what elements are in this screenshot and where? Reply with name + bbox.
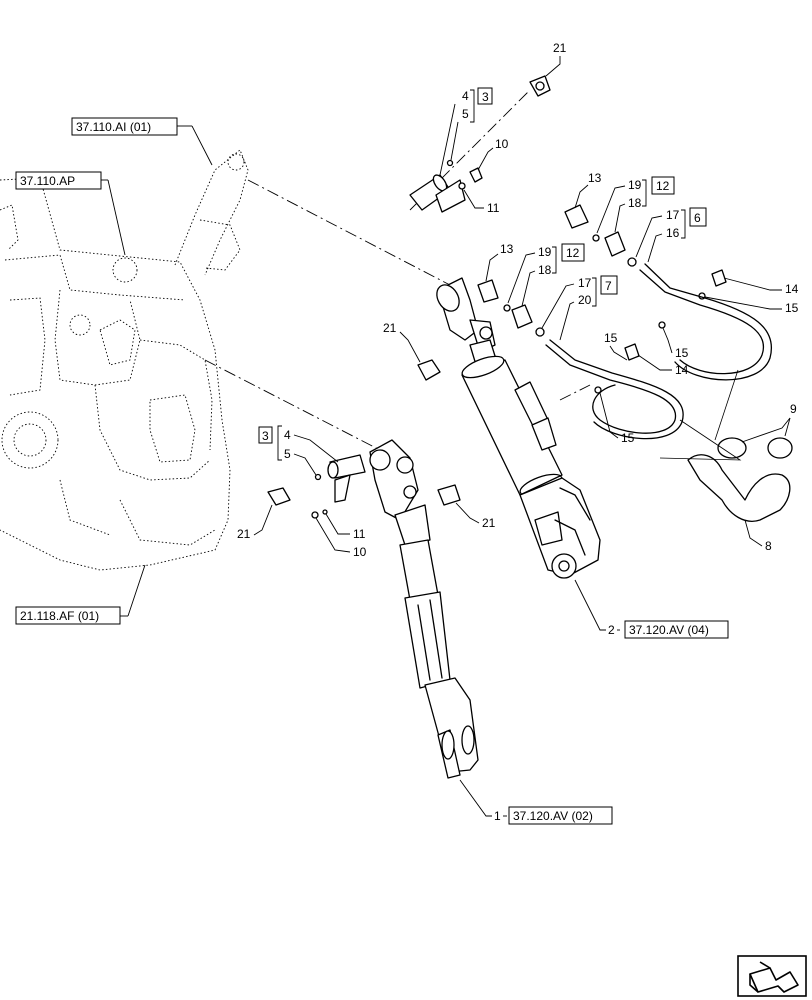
callout-13: 13 [588, 171, 602, 185]
reference-labels: 37.110.AI (01) 37.110.AP 21.118.AF (01) … [15, 117, 729, 825]
callouts: 21 4 5 3 10 11 13 19 12 18 17 6 16 13 [237, 41, 799, 823]
callout-5b: 5 [284, 447, 291, 461]
callout-2: 2 [608, 623, 615, 637]
mechanical-top-link [369, 439, 479, 779]
ref-21-118-af[interactable]: 21.118.AF (01) [20, 609, 99, 623]
callout-10b: 10 [353, 545, 367, 559]
callout-21b: 21 [383, 321, 397, 335]
callout-11: 11 [487, 201, 500, 215]
callout-17: 17 [666, 208, 680, 222]
callout-3b: 3 [262, 429, 269, 443]
callout-9: 9 [790, 402, 797, 416]
callout-21c: 21 [237, 527, 251, 541]
callout-3: 3 [482, 90, 489, 104]
callout-21: 21 [553, 41, 567, 55]
callout-12: 12 [656, 179, 670, 193]
callout-14: 14 [785, 282, 799, 296]
callout-1: 1 [494, 809, 501, 823]
callout-10: 10 [495, 137, 509, 151]
callout-14b: 14 [675, 363, 689, 377]
callout-8: 8 [765, 539, 772, 553]
callout-21d: 21 [482, 516, 496, 530]
tractor-housing-outline [0, 149, 249, 571]
hydraulic-top-link-cylinder [436, 277, 601, 579]
callout-17b: 17 [578, 276, 592, 290]
ref-box-37-110-ai[interactable] [71, 117, 178, 136]
callout-13b: 13 [500, 242, 514, 256]
callout-18b: 18 [538, 263, 552, 277]
callout-12b: 12 [566, 246, 580, 260]
ref-box-37-110-ap[interactable] [15, 171, 102, 190]
callout-15b: 15 [604, 331, 618, 345]
ref-37-120-av-04[interactable]: 37.120.AV (04) [629, 623, 709, 637]
ref-box-37-120-av-02[interactable] [508, 806, 613, 825]
small-parts [267, 75, 727, 519]
hoses [545, 263, 793, 522]
ref-37-110-ap[interactable]: 37.110.AP [20, 174, 75, 188]
ref-37-120-av-02[interactable]: 37.120.AV (02) [513, 809, 593, 823]
callout-20: 20 [578, 293, 592, 307]
next-page-arrow-icon[interactable] [737, 955, 807, 997]
callout-4b: 4 [284, 428, 291, 442]
callout-5: 5 [462, 107, 469, 121]
ref-37-110-ai[interactable]: 37.110.AI (01) [76, 120, 151, 134]
callout-15c: 15 [675, 346, 689, 360]
callout-4: 4 [462, 89, 469, 103]
callout-7: 7 [605, 279, 612, 293]
callout-19: 19 [628, 178, 642, 192]
ref-box-21-118-af[interactable] [15, 606, 121, 625]
callout-15d: 15 [621, 431, 635, 445]
callout-15: 15 [785, 301, 799, 315]
callout-18: 18 [628, 196, 642, 210]
callout-16: 16 [666, 226, 680, 240]
callout-19b: 19 [538, 245, 552, 259]
callout-6: 6 [694, 211, 701, 225]
ref-box-37-120-av-04[interactable] [624, 620, 729, 639]
callout-11b: 11 [353, 527, 366, 541]
